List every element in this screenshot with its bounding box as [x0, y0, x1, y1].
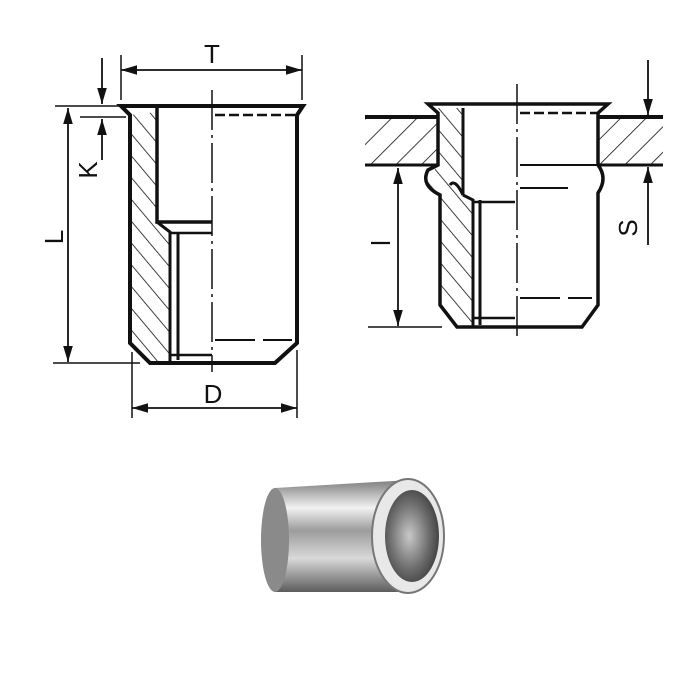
plate-right: [598, 117, 663, 165]
plate-left: [365, 117, 437, 165]
label-K: K: [73, 161, 103, 179]
right-installed-view: [365, 60, 663, 340]
label-T: T: [204, 39, 220, 69]
rivet-nut-photo: [261, 478, 445, 594]
left-section-view: [53, 55, 307, 418]
left-outline: [116, 104, 307, 365]
label-L: L: [39, 230, 69, 244]
right-wall-section: [425, 108, 473, 327]
label-l: l: [366, 240, 396, 246]
right-outline: [423, 102, 613, 329]
left-wall-section: [130, 112, 170, 363]
label-D: D: [204, 379, 223, 409]
label-S: S: [613, 219, 643, 236]
